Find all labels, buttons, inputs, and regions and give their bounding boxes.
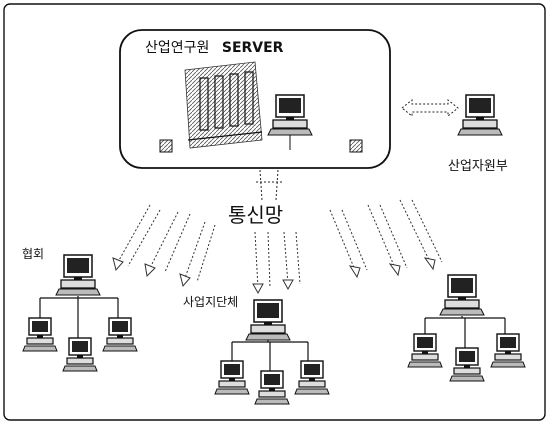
corner-block-right-icon xyxy=(349,139,363,153)
network-arrowheads xyxy=(112,257,436,295)
right-hub-pc-icon xyxy=(439,274,485,316)
association-network-lines xyxy=(39,296,119,345)
local-gov-hub-pc-icon xyxy=(245,299,291,341)
local-gov-client-pc-icon xyxy=(214,360,250,395)
local-gov-client-pc-icon xyxy=(254,370,290,405)
server-title: 산업연구원 SERVER xyxy=(145,40,284,56)
right-network-lines xyxy=(424,316,506,352)
network-arrows xyxy=(117,199,443,289)
association-client-pc-icon xyxy=(102,317,138,352)
network-label: 통신망 xyxy=(228,203,283,227)
association-client-pc-icon xyxy=(22,317,58,352)
right-client-pc-icon xyxy=(449,347,485,382)
outer-frame xyxy=(3,3,546,421)
bidirectional-link-icon xyxy=(401,98,459,118)
right-client-pc-icon xyxy=(490,333,526,368)
local-gov-label: 사업지단체 xyxy=(183,295,238,309)
server-network-link-icon xyxy=(256,169,282,201)
right-client-pc-icon xyxy=(407,333,443,368)
association-label: 협회 xyxy=(22,247,44,261)
corner-block-left-icon xyxy=(159,139,173,153)
association-client-pc-icon xyxy=(62,337,98,372)
association-hub-pc-icon xyxy=(55,254,101,296)
local-gov-client-pc-icon xyxy=(294,360,330,395)
server-rack-icon xyxy=(184,61,263,149)
industry-support-label: 산업자원부 xyxy=(448,159,508,174)
industry-support-pc-icon xyxy=(457,94,503,136)
